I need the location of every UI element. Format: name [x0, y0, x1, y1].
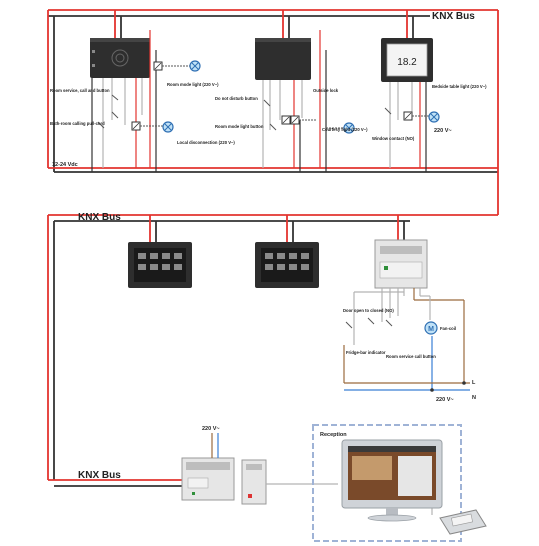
- label-line: L: [472, 380, 476, 386]
- top-bus-lines: [47, 9, 499, 216]
- touch-panel-right: [255, 242, 319, 288]
- keypad-device: [439, 509, 487, 535]
- label-courtesy-light: Courtesy light (220 V~): [322, 127, 368, 132]
- middle-bus-lines: [47, 215, 410, 480]
- label-supply: 12-24 Vdc: [52, 162, 78, 168]
- label-room-mode-light-btn: Room mode light button: [215, 124, 264, 129]
- label-mains-middle: 220 V~: [436, 397, 454, 403]
- label-local-disconnect: Local disconnection (220 V~): [177, 140, 235, 145]
- label-fan-coil: Fan-coil: [440, 326, 456, 331]
- bottom-bus-label: KNX Bus: [78, 470, 121, 481]
- reception-label: Reception: [320, 432, 347, 438]
- top-device3-relay: [403, 111, 440, 123]
- fan-coil-motor: M: [424, 321, 438, 335]
- top-device3-wires: [389, 82, 427, 172]
- label-neutral: N: [472, 395, 476, 401]
- din-module-wires: [343, 288, 470, 391]
- din-module: [374, 239, 428, 289]
- label-bottom-supply: 220 V~: [202, 426, 220, 432]
- top-device1-relay: [153, 60, 201, 72]
- label-room-service-call: Room service call button: [386, 354, 436, 359]
- middle-bus-label: KNX Bus: [78, 212, 121, 223]
- label-room-service: Room service, call and button: [50, 88, 110, 93]
- label-door-open: Door open to closed (NO): [343, 308, 394, 313]
- motor-icon: M: [428, 326, 434, 333]
- label-bath-call: Bath-room calling pull-cord: [50, 121, 105, 126]
- bottom-bus-lines: [48, 479, 182, 487]
- junction-dot: [462, 381, 466, 385]
- junction-dot: [430, 388, 434, 392]
- label-mains-top: 220 V~: [434, 128, 452, 134]
- label-outside-lock: Outside lock: [313, 88, 339, 93]
- label-fridge-bar: Fridge-bar indicator: [346, 350, 386, 355]
- usb-interface-module: [241, 459, 267, 505]
- label-window-contact: Window contact (NO): [372, 136, 415, 141]
- thermostat-device: 18.2: [381, 38, 433, 82]
- reception-area: Reception: [312, 424, 462, 542]
- middle-switches: [345, 317, 393, 329]
- label-bedside-light: Bedside table light (220 V~): [432, 84, 487, 89]
- top-bus-label: KNX Bus: [432, 11, 475, 22]
- top-device3-switch: [384, 107, 392, 115]
- top-device2-relays: [281, 115, 355, 134]
- computer-monitor: [341, 439, 443, 522]
- top-device2-switches: [263, 99, 277, 131]
- top-device1-relay2: [131, 121, 174, 133]
- top-device1-switches: [97, 94, 119, 129]
- room-controller-device: [90, 38, 150, 78]
- touch-panel-left: [128, 242, 192, 288]
- label-room-mode-light: Room mode light (220 V~): [167, 82, 219, 87]
- door-module-device: [255, 38, 311, 80]
- label-do-not-disturb: Do not disturb button: [215, 96, 258, 101]
- thermostat-display: 18.2: [397, 57, 417, 68]
- power-supply-module: [181, 457, 235, 501]
